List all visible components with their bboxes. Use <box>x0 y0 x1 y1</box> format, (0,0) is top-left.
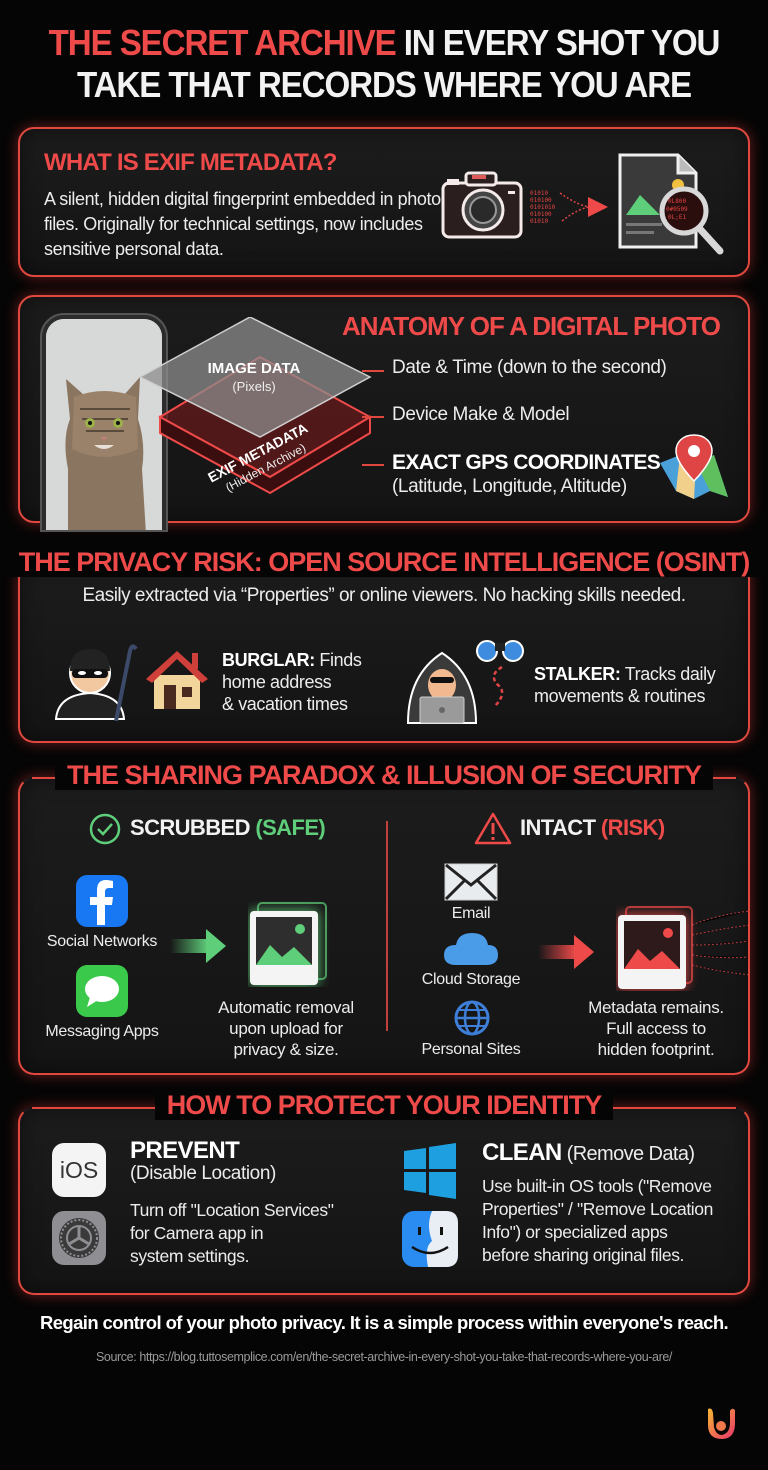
cloud-storage-label: Cloud Storage <box>421 971 521 988</box>
stalker-label: STALKER: <box>534 664 621 684</box>
protect-panel: iOS PREVENT (Disable Location) Turn off … <box>18 1107 750 1295</box>
what-is-exif-body: A silent, hidden digital fingerprint emb… <box>44 189 441 259</box>
scrubbed-description: Automatic removal upon upload for privac… <box>218 998 354 1059</box>
connector-line <box>362 370 384 372</box>
safe-photo-icon <box>250 902 327 985</box>
messages-icon <box>76 965 128 1017</box>
anatomy-item-datetime: Date & Time (down to the second) <box>392 357 667 378</box>
cat-photo <box>46 319 162 530</box>
privacy-risk-heading: THE PRIVACY RISK: OPEN SOURCE INTELLIGEN… <box>0 547 768 578</box>
personal-sites-label: Personal Sites <box>421 1041 521 1058</box>
svg-text:0L800: 0L800 <box>668 198 686 205</box>
anatomy-panel: IMAGE DATA (Pixels) EXIF METADATA (Hidde… <box>18 295 750 532</box>
svg-text:010100: 010100 <box>530 211 552 218</box>
messaging-apps-label: Messaging Apps <box>45 1023 159 1040</box>
finder-icon <box>402 1211 458 1267</box>
clean-title: CLEAN (Remove Data) <box>482 1139 695 1166</box>
connector-line <box>362 416 384 418</box>
panel-top-rule <box>32 1107 184 1109</box>
anatomy-item-gps: EXACT GPS COORDINATES <box>392 451 661 474</box>
clean-body: Use built-in OS tools ("Remove Propertie… <box>482 1176 713 1265</box>
map-pin-icon <box>660 434 728 499</box>
stalker-text: STALKER: Tracks daily movements & routin… <box>534 664 716 706</box>
windows-icon <box>404 1143 456 1199</box>
privacy-risk-panel: Easily extracted via “Properties” or onl… <box>18 563 750 743</box>
check-circle-icon <box>89 813 121 845</box>
source-link[interactable]: Source: https://blog.tuttosemplice.com/e… <box>96 1350 672 1364</box>
burglar-icon <box>54 644 138 721</box>
red-arrow-icon <box>538 935 594 969</box>
footer-tagline: Regain control of your photo privacy. It… <box>39 1312 729 1333</box>
svg-text:010100: 010100 <box>530 197 552 204</box>
facebook-icon <box>76 875 128 927</box>
prevent-subtitle: (Disable Location) <box>130 1163 276 1184</box>
camera-icon <box>441 171 523 239</box>
anatomy-item-gps-sub: (Latitude, Longitude, Altitude) <box>392 476 627 497</box>
title-highlight: THE SECRET ARCHIVE <box>48 22 397 63</box>
sharing-paradox-panel: SCRUBBED (SAFE) Social Networks Messagin… <box>18 777 750 1075</box>
scrubbed-heading: SCRUBBED (SAFE) <box>130 815 326 840</box>
cloud-icon <box>444 933 498 965</box>
warning-triangle-icon <box>474 812 512 845</box>
svg-text:01010: 01010 <box>530 218 548 225</box>
pixels-label: (Pixels) <box>232 379 275 394</box>
image-data-label: IMAGE DATA <box>208 360 301 377</box>
phone-with-cat-photo <box>40 313 168 532</box>
hooded-hacker-icon <box>406 651 478 724</box>
binoculars-icon <box>476 640 524 708</box>
settings-gear-icon <box>52 1211 106 1265</box>
svg-text:0L;E1: 0L;E1 <box>668 214 686 221</box>
green-arrow-icon <box>170 929 226 963</box>
risk-photo-icon <box>618 906 750 989</box>
what-is-exif-heading: WHAT IS EXIF METADATA? <box>44 149 337 176</box>
svg-text:01010: 01010 <box>530 190 548 197</box>
sharing-paradox-heading: THE SHARING PARADOX & ILLUSION OF SECURI… <box>0 760 768 791</box>
svg-text:0101010: 0101010 <box>530 204 556 211</box>
anatomy-heading: ANATOMY OF A DIGITAL PHOTO <box>342 311 721 341</box>
what-is-exif-panel: WHAT IS EXIF METADATA? A silent, hidden … <box>18 127 750 277</box>
page-title: THE SECRET ARCHIVE IN EVERY SHOT YOU TAK… <box>31 22 738 106</box>
prevent-body: Turn off "Location Services" for Camera … <box>130 1200 334 1266</box>
brand-logo-icon <box>708 1408 735 1439</box>
protect-heading: HOW TO PROTECT YOUR IDENTITY <box>0 1090 768 1121</box>
prevent-title: PREVENT <box>130 1137 240 1164</box>
globe-icon <box>454 1000 490 1036</box>
anatomy-item-device: Device Make & Model <box>392 404 570 425</box>
social-networks-label: Social Networks <box>46 933 158 950</box>
privacy-risk-lead: Easily extracted via “Properties” or onl… <box>82 585 686 606</box>
connector-line <box>362 464 384 466</box>
intact-heading: INTACT (RISK) <box>520 815 665 840</box>
title-line2: TAKE THAT RECORDS WHERE YOU ARE <box>76 64 692 105</box>
ios-icon: iOS <box>52 1143 106 1197</box>
burglar-label: BURGLAR: <box>222 650 315 670</box>
layer-diagram: IMAGE DATA (Pixels) EXIF METADATA (Hidde… <box>138 317 373 495</box>
house-icon <box>146 651 208 709</box>
svg-text:0#0509: 0#0509 <box>666 206 688 213</box>
clean-subtitle: (Remove Data) <box>561 1143 695 1165</box>
column-divider <box>386 821 388 1031</box>
email-label: Email <box>451 905 491 922</box>
title-rest: IN EVERY SHOT YOU <box>395 22 721 63</box>
email-icon <box>444 863 498 901</box>
burglar-text: BURGLAR: Finds home address & vacation t… <box>222 650 362 714</box>
intact-description: Metadata remains. Full access to hidden … <box>588 998 724 1059</box>
panel-top-rule <box>584 1107 736 1109</box>
